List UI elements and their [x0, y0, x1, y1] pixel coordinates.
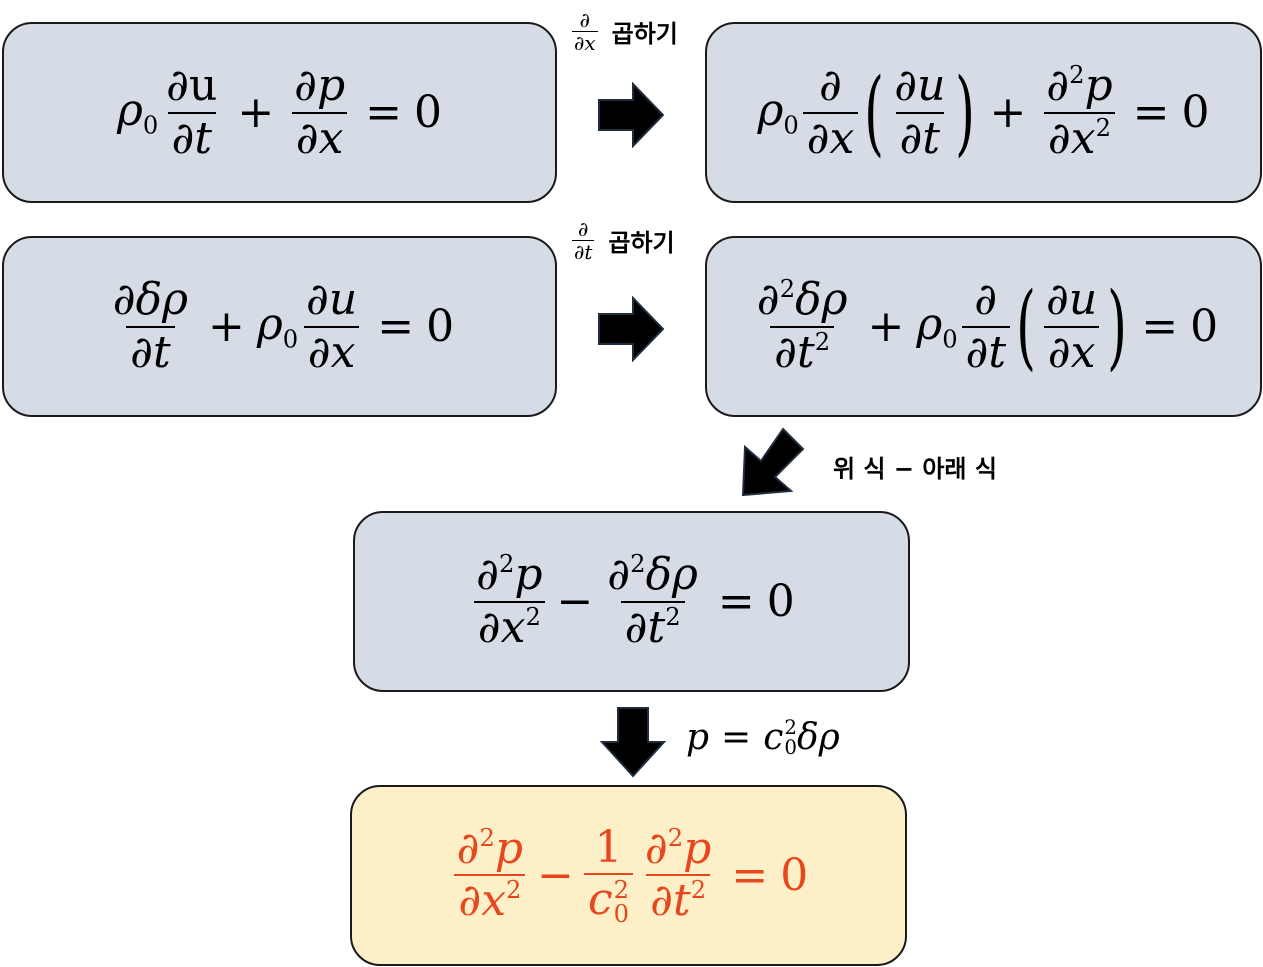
arrow-down-icon	[599, 707, 667, 778]
equation-continuity-differentiated: ∂2δρ∂t2 + ρ0 ∂∂t ( ∂u∂x ) =0	[756, 272, 1219, 381]
arrow-right-icon	[598, 82, 665, 148]
equation-box-momentum-differentiated: ρ0 ∂∂x ( ∂u∂t ) + ∂2p∂x2 =0	[705, 22, 1262, 203]
equation-combined: ∂2p∂x2 − ∂2δρ∂t2 =0	[468, 552, 795, 650]
equation-continuity: ∂δρ∂t + ρ0 ∂u∂x =0	[112, 274, 455, 378]
label-multiply-dt: ∂ ∂t 곱하기	[572, 219, 675, 262]
label-text: 곱하기	[608, 229, 675, 257]
arrow-right-icon	[598, 296, 665, 362]
equation-box-momentum: ρ0 ∂u∂t + ∂p∂x =0	[2, 22, 557, 203]
operator-d-dx: ∂ ∂x	[572, 8, 598, 55]
label-subtract: 위 식 − 아래 식	[833, 455, 997, 483]
label-multiply-dx: ∂ ∂x 곱하기	[572, 10, 678, 53]
equation-momentum: ρ0 ∂u∂t + ∂p∂x =0	[116, 60, 443, 164]
label-text: 곱하기	[611, 20, 678, 48]
equation-box-continuity-differentiated: ∂2δρ∂t2 + ρ0 ∂∂t ( ∂u∂x ) =0	[705, 236, 1262, 417]
equation-momentum-differentiated: ρ0 ∂∂x ( ∂u∂t ) + ∂2p∂x2 =0	[757, 58, 1210, 167]
equation-box-combined: ∂2p∂x2 − ∂2δρ∂t2 =0	[353, 511, 910, 692]
equation-box-continuity: ∂δρ∂t + ρ0 ∂u∂x =0	[2, 236, 557, 417]
operator-d-dt: ∂ ∂t	[572, 217, 595, 264]
arrow-down-left-icon	[741, 427, 805, 497]
